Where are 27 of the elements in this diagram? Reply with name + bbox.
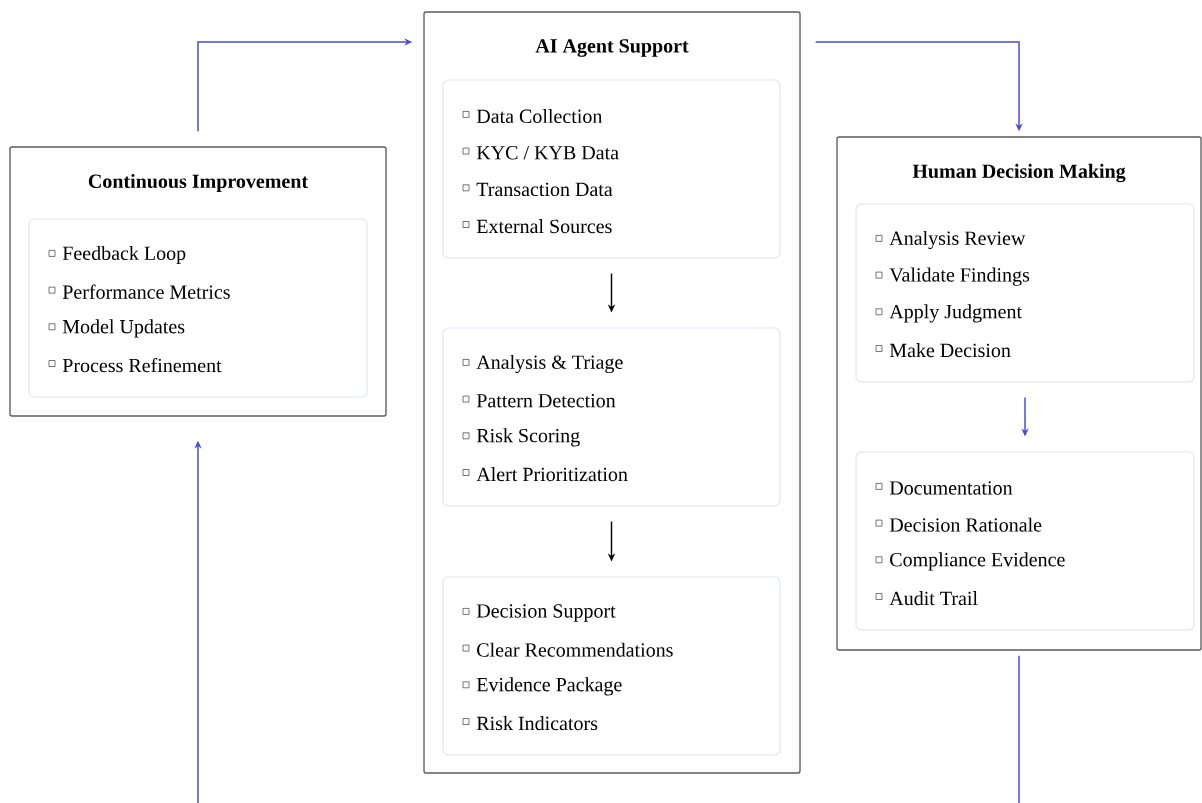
list-item: Alert Prioritization [462,467,628,482]
list-item: Data Collection [462,109,603,124]
list-item: Analysis Review [875,230,1026,250]
list-item: KYC / KYB Data [462,146,619,160]
list-item: Risk Indicators [462,716,598,731]
list-item: Performance Metrics [48,284,230,299]
list-item: Decision Rationale [875,517,1042,532]
list-item: Validate Findings [875,267,1030,286]
list-item: Apply Judgment [875,304,1022,323]
list-item: Documentation [875,481,1013,495]
list-item: Audit Trail [875,591,978,606]
list-item: Decision Support [462,604,616,622]
list-item: Process Refinement [48,358,222,373]
stage-title: Human Decision Making [912,163,1126,183]
list-item: Risk Scoring [462,428,580,447]
list-item: Evidence Package [462,677,622,696]
list-item: External Sources [462,219,612,234]
stage-title: AI Agent Support [535,39,689,57]
list-item: Compliance Evidence [875,552,1065,571]
list-item: Feedback Loop [48,245,186,265]
list-item: Model Updates [48,319,185,338]
list-item: Clear Recommendations [462,642,673,657]
list-item: Transaction Data [462,182,613,197]
list-item: Analysis & Triage [462,354,623,374]
stage-title: Continuous Improvement [88,173,308,193]
list-item: Make Decision [875,343,1011,358]
list-item: Pattern Detection [462,394,616,408]
